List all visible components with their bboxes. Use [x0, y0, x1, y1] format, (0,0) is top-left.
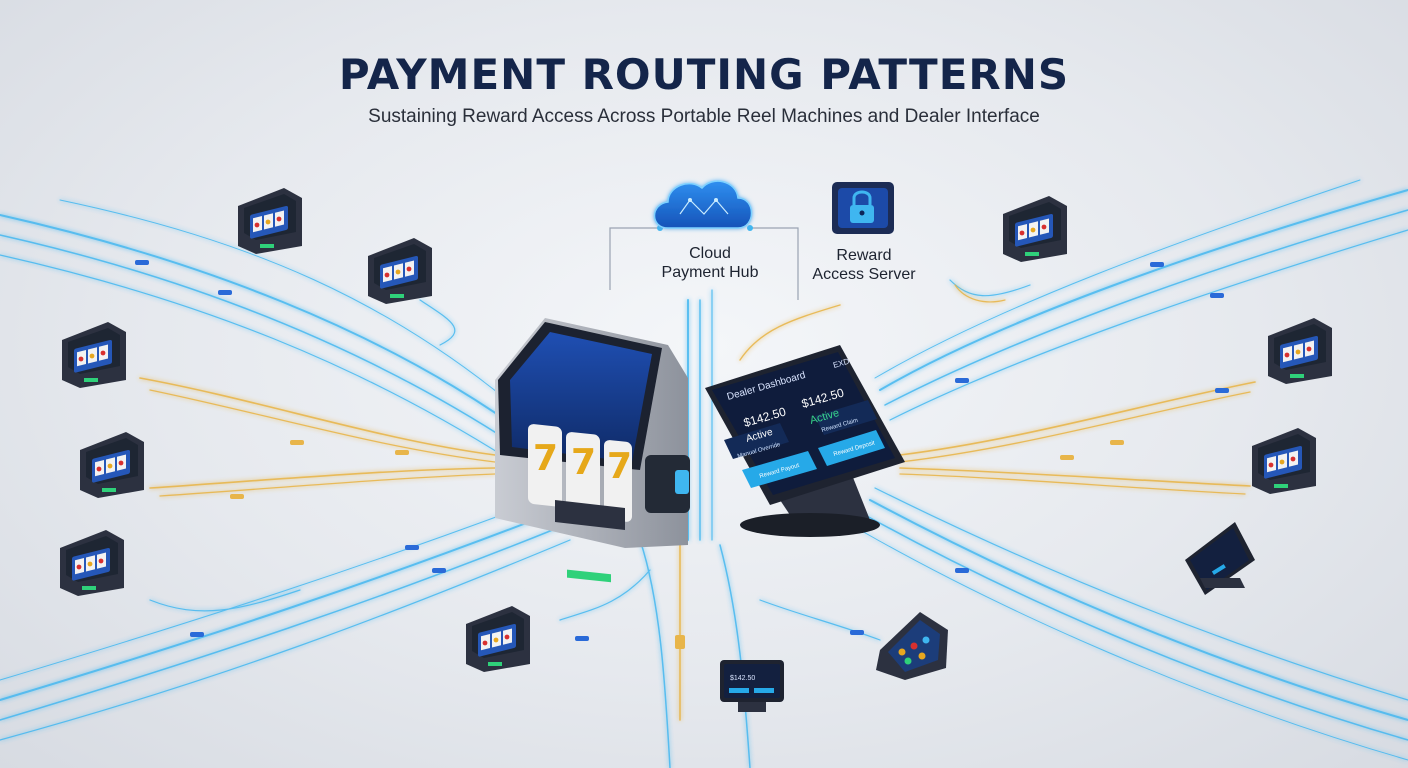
reel-symbol-1: 7 [533, 438, 558, 479]
gold-routes [140, 285, 1255, 720]
reward-access-server-node [832, 182, 894, 234]
dealer-interface-tablet [705, 345, 905, 537]
small-dealer-tablet [720, 660, 784, 712]
cloud-hub-label-line1: Cloud [610, 244, 810, 263]
cloud-payment-hub-node [610, 181, 798, 300]
cloud-hub-label: Cloud Payment Hub [610, 244, 810, 282]
reel-machine-3 [62, 322, 126, 388]
reel-machine-4 [80, 432, 144, 498]
reward-server-label: Reward Access Server [784, 246, 944, 284]
reel-machine-8 [1268, 318, 1332, 384]
right-dealer-tablet [1185, 522, 1255, 595]
reward-server-label-line1: Reward [784, 246, 944, 265]
cloud-network-icon [655, 181, 752, 228]
cloud-hub-label-line2: Payment Hub [610, 263, 810, 282]
reel-machine-6 [466, 606, 530, 672]
lock-server-icon [832, 182, 894, 234]
central-reel-machine: 7 7 7 [495, 318, 690, 582]
reel-machine-2 [368, 238, 432, 304]
reel-symbol-2: 7 [571, 442, 596, 483]
reel-machine-7 [1003, 196, 1067, 262]
reel-symbol-3: 7 [607, 446, 632, 487]
card-terminal [876, 612, 948, 680]
reel-machine-1 [238, 188, 302, 254]
reel-machine-9 [1252, 428, 1316, 494]
reel-machine-5 [60, 530, 124, 596]
small-tablet-amount: $142.50 [730, 675, 755, 682]
reward-server-label-line2: Access Server [784, 265, 944, 284]
